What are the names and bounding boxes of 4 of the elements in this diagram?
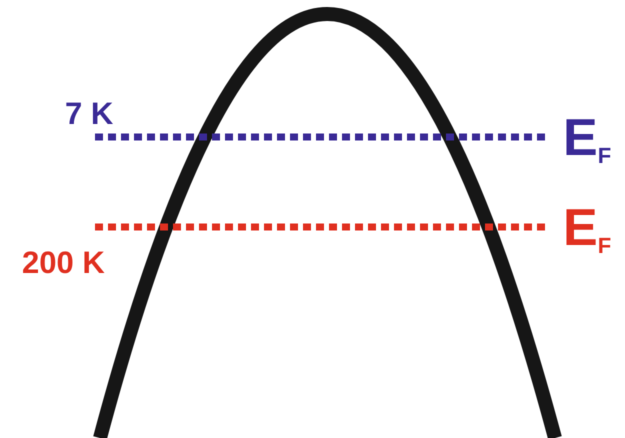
- fermi-level-label: E$_{F}$: [563, 112, 612, 164]
- temperature-label: 200 K: [22, 247, 105, 278]
- temperature-label: 7 K: [65, 98, 114, 129]
- fermi-level-label: E$_{F}$: [563, 202, 612, 254]
